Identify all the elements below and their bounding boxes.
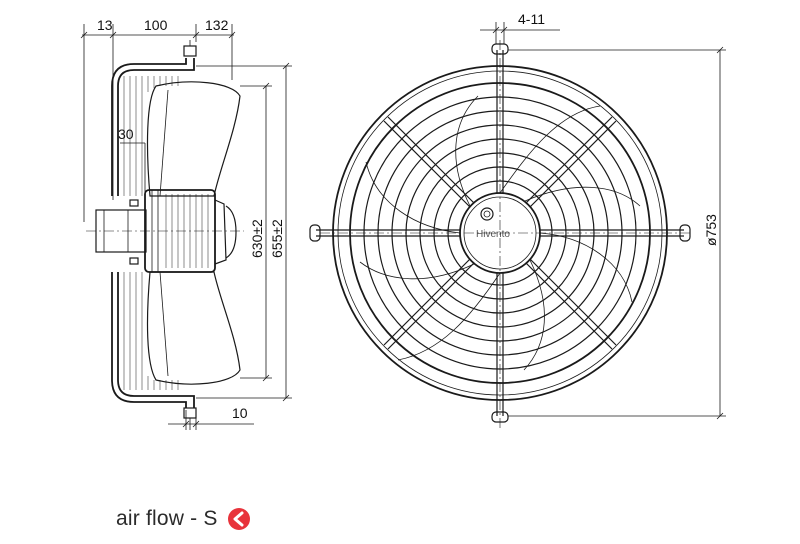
dim-655-label: 655±2 [269,219,285,258]
side-grille [123,76,179,390]
dim-100-label: 100 [144,17,168,33]
dim-4-11: 4-11 [480,11,560,44]
side-blades [146,81,241,385]
dim-30: 30 [118,126,146,195]
airflow-label: air flow - S [116,507,218,530]
dim-10-label: 10 [232,405,248,421]
dim-13-label: 13 [97,17,113,33]
dim-10: 10 [168,405,254,430]
frame-outline [111,40,197,430]
hub-brand-label: Hivento [476,229,510,240]
dim-630-label: 630±2 [249,219,265,258]
airflow-legend: air flow - S [116,506,251,532]
dim-30-label: 30 [118,126,134,142]
height-dimensions: 630±2 655±2 [196,62,292,402]
dim-4-11-label: 4-11 [518,11,545,27]
front-spokes [316,50,684,416]
left-arrow-circle-icon [227,508,250,530]
dim-diameter: ø753 [508,46,726,420]
front-view: Hivento 4-11 ø753 [309,11,726,428]
brand-logo-icon [480,207,494,221]
side-view: 13 100 132 30 [80,17,292,430]
dim-diameter-label: ø753 [703,214,719,246]
top-dimension-chain: 13 100 132 [80,17,236,42]
dim-132-label: 132 [205,17,229,33]
